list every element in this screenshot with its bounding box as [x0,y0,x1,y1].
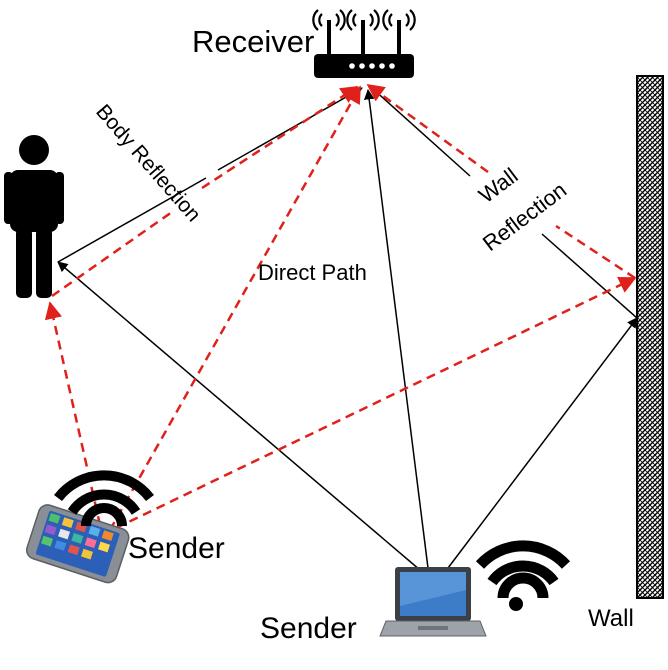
receiver-label: Receiver [192,24,314,59]
laptop-icon [379,567,487,637]
phone-to-person-dashed-line [44,301,102,526]
wall-label: Wall [588,605,634,632]
phone-direct-dashed-line [108,85,362,531]
direct-path-label: Direct Path [258,260,367,285]
wall-reflection-label-line1: Wall [474,163,523,208]
person-to-receiver-line [57,177,207,263]
wall-to-receiver-dashed-line-b [366,83,489,174]
laptop-to-wall-line [447,317,638,569]
person-to-receiver-line-b [217,87,363,171]
wall-to-receiver-line-b [371,87,471,177]
phone-to-wall-dashed-line [115,276,637,530]
phone-sender-label: Sender [128,532,225,565]
solid-paths [57,87,638,571]
person-icon [4,135,64,298]
person-to-receiver-dashed-line [51,210,173,298]
laptop-to-person-line [57,261,421,571]
laptop-sender-label: Sender [260,612,357,645]
wall [636,75,664,599]
smartphone-icon [25,504,130,584]
dashed-paths [44,83,637,531]
person-to-receiver-dashed-line-b [201,85,359,190]
wall-to-receiver-line [541,233,638,319]
wifi-signal-icon [54,470,154,527]
router-icon [312,9,416,78]
body-reflection-label: Body Reflection [91,100,205,226]
wall-to-receiver-dashed-line [555,224,636,280]
direct-path-line [363,88,429,569]
wifi-signal-icon [475,540,571,611]
